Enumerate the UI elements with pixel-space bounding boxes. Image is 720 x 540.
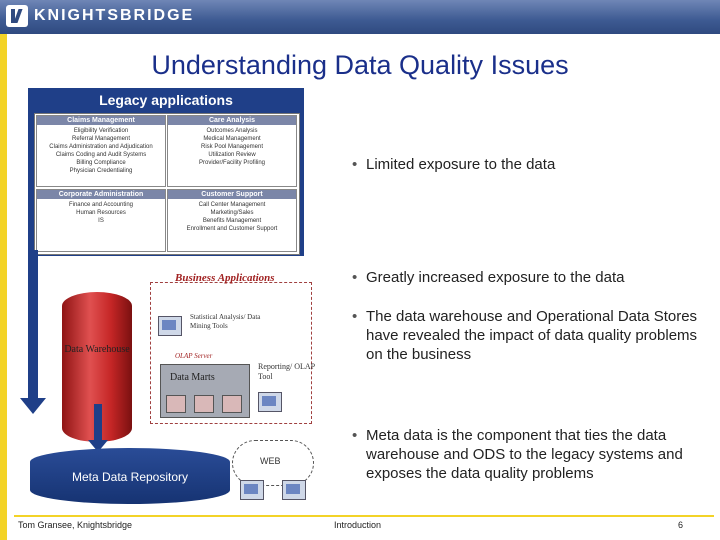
meta-data-repository-disk: [30, 448, 230, 504]
left-accent-bar: [0, 34, 7, 540]
data-mart-icon: [222, 395, 242, 413]
cell-item: Benefits Management: [202, 218, 262, 224]
legacy-title: Legacy applications: [99, 92, 233, 108]
cell-item: Risk Pool Management: [200, 144, 264, 150]
cell-item: Marketing/Sales: [210, 210, 254, 216]
bullet-icon: •: [352, 156, 358, 173]
data-warehouse-label: Data Warehouse: [64, 344, 130, 355]
legacy-applications-box: Legacy applications Claims Management El…: [28, 88, 304, 256]
statistical-analysis-label: Statistical Analysis/ Data Mining Tools: [190, 313, 261, 330]
cell-item: Eligibility Verification: [73, 128, 129, 134]
web-client-icon: [240, 480, 264, 500]
cell-item: Finance and Accounting: [68, 202, 134, 208]
data-mart-icon: [166, 395, 186, 413]
business-applications-label: Business Applications: [175, 272, 275, 284]
cell-header: Corporate Administration: [37, 190, 165, 199]
web-cloud: [232, 440, 314, 486]
cell-customer-support: Customer Support Call Center Management …: [167, 189, 297, 252]
header-bar: KNIGHTSBRIDGE: [0, 0, 720, 34]
cell-item: Call Center Management: [198, 202, 266, 208]
footer-section: Introduction: [334, 520, 382, 530]
web-label: WEB: [260, 456, 281, 466]
bullet-icon: •: [352, 269, 358, 286]
brand-name: KNIGHTSBRIDGE: [34, 7, 195, 24]
bullet-point: • Limited exposure to the data: [352, 156, 556, 173]
slide-title: Understanding Data Quality Issues: [151, 50, 569, 80]
cell-corporate-administration: Corporate Administration Finance and Acc…: [36, 189, 166, 252]
cell-item: Billing Compliance: [76, 160, 126, 166]
cell-care-analysis: Care Analysis Outcomes Analysis Medical …: [167, 115, 297, 187]
cell-header: Care Analysis: [168, 116, 296, 125]
data-marts-label: Data Marts: [170, 372, 215, 383]
reporting-monitor-icon: [258, 392, 282, 412]
cell-item: Referral Management: [71, 136, 131, 142]
cell-item: IS: [98, 218, 104, 224]
cell-item: Physician Credentialing: [69, 168, 133, 174]
footer-rule: [14, 515, 714, 517]
bullet-point: • Meta data is the component that ties t…: [352, 427, 683, 482]
cell-claims-management: Claims Management Eligibility Verificati…: [36, 115, 166, 187]
olap-server-label: OLAP Server: [175, 352, 213, 360]
cell-item: Provider/Facility Profiling: [198, 160, 266, 166]
workstation-icon: [158, 316, 182, 336]
bullet-point: • Greatly increased exposure to the data: [352, 269, 625, 286]
cell-item: Human Resources: [76, 210, 126, 216]
meta-data-repository-label: Meta Data Repository: [71, 470, 189, 484]
cell-item: Outcomes Analysis: [206, 128, 258, 134]
reporting-tool-label: Reporting/ OLAP Tool: [258, 362, 315, 381]
bullet-point: • The data warehouse and Operational Dat…: [352, 308, 698, 363]
page-number: 6: [678, 520, 684, 530]
left-flow-arrow: [28, 250, 38, 400]
cell-item: Claims Administration and Adjudication: [49, 144, 153, 150]
knightsbridge-logo-icon: [6, 5, 28, 27]
cell-item: Enrollment and Customer Support: [186, 226, 278, 232]
cell-item: Claims Coding and Audit Systems: [55, 152, 147, 158]
brand-logo: KNIGHTSBRIDGE: [6, 5, 194, 27]
cell-item: Medical Management: [203, 136, 261, 142]
cell-item: Utilization Review: [208, 152, 256, 158]
business-applications-box: [150, 282, 312, 424]
warehouse-down-arrow: [94, 404, 102, 444]
bullet-icon: •: [352, 427, 358, 444]
cell-header: Customer Support: [168, 190, 296, 199]
left-arrow-head-icon: [20, 398, 46, 414]
footer-author: Tom Gransee, Knightsbridge: [18, 520, 133, 530]
legacy-grid: Claims Management Eligibility Verificati…: [34, 113, 300, 255]
cell-header: Claims Management: [37, 116, 165, 125]
web-client-icon: [282, 480, 306, 500]
data-mart-icon: [194, 395, 214, 413]
bullet-icon: •: [352, 308, 358, 325]
